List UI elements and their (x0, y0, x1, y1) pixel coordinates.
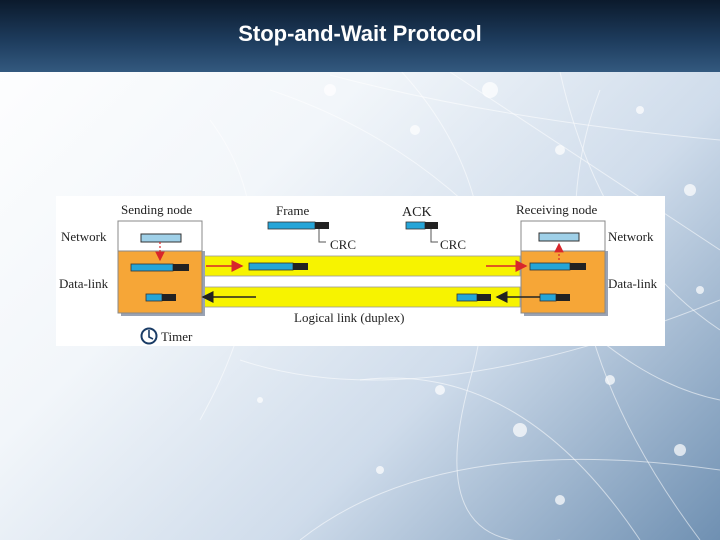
frame-crc-leader (319, 229, 326, 242)
datalink-label-left: Data-link (59, 276, 109, 291)
frame-legend-packet (268, 222, 315, 229)
ack-in-transit (457, 294, 477, 301)
frame-in-transit (249, 263, 293, 270)
ack-label: ACK (402, 205, 432, 220)
logical-link-label: Logical link (duplex) (294, 310, 404, 325)
timer-label: Timer (161, 329, 193, 344)
ack-in-transit-crc (477, 294, 491, 301)
network-label-left: Network (61, 229, 107, 244)
ack-legend-crc-block (425, 222, 438, 229)
ack-crc-leader (431, 229, 438, 242)
datalink-label-right: Data-link (608, 276, 658, 291)
frame-legend-crc-block (315, 222, 329, 229)
network-label-right: Network (608, 229, 654, 244)
sending-node (118, 221, 205, 316)
stop-and-wait-figure: Sending node Receiving node Network Data… (56, 196, 665, 346)
ack-crc-label: CRC (440, 237, 466, 252)
frame-in-transit-crc (293, 263, 308, 270)
frame-crc-label: CRC (330, 237, 356, 252)
timer-icon (142, 329, 157, 344)
receiving-node-label: Receiving node (516, 202, 597, 217)
title-bar: Stop-and-Wait Protocol (0, 0, 720, 72)
frame-label: Frame (276, 203, 309, 218)
ack-legend-packet (406, 222, 425, 229)
receiving-node (521, 221, 608, 316)
slide-title: Stop-and-Wait Protocol (0, 21, 720, 47)
stop-and-wait-diagram: Sending node Receiving node Network Data… (56, 196, 665, 346)
sending-node-label: Sending node (121, 202, 192, 217)
